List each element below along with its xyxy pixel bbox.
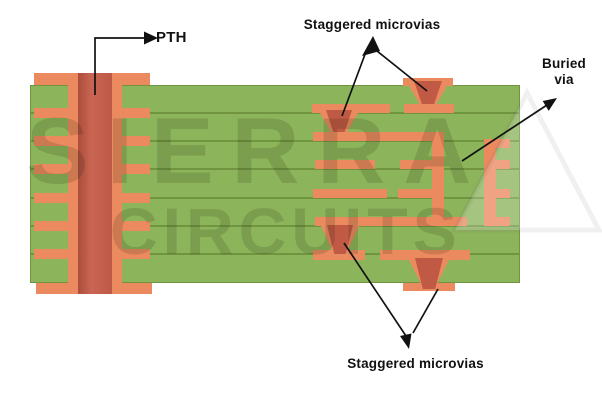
trace <box>400 160 444 169</box>
label-buried-via: Buried via <box>542 56 586 87</box>
pth-barrel-right-wall <box>112 73 122 294</box>
via-stub <box>496 189 510 198</box>
arrowhead-staggered-top <box>362 36 380 56</box>
trace <box>398 189 444 198</box>
layer-line <box>31 253 519 255</box>
layer-line <box>31 225 519 227</box>
pth-pad-stub <box>34 108 68 118</box>
via-stub <box>496 139 510 148</box>
trace <box>315 217 467 226</box>
trace <box>313 132 444 141</box>
pth-pad-stub <box>122 193 150 203</box>
label-staggered-microvias-top: Staggered microvias <box>303 17 441 32</box>
layer-line <box>31 112 519 114</box>
via-stub <box>496 160 510 169</box>
pth-barrel-left-wall <box>68 73 78 294</box>
pth-pad-stub <box>122 108 150 118</box>
label-staggered-microvias-bottom: Staggered microvias <box>347 356 484 371</box>
trace <box>315 160 375 169</box>
buried-via-barrel <box>432 132 444 226</box>
pth-pad-stub <box>122 136 150 146</box>
via-stub-barrel <box>484 139 496 226</box>
pth-pad-stub <box>34 221 68 231</box>
pth-pad-stub <box>34 164 68 174</box>
pth-pad-stub <box>34 136 68 146</box>
pth-pad-stub <box>34 193 68 203</box>
via-stub <box>496 217 510 226</box>
label-pth: PTH <box>156 29 187 46</box>
microvia-fill <box>326 110 352 132</box>
pth-drilled-hole <box>78 73 112 294</box>
pth-pad-stub <box>122 164 150 174</box>
microvia-landing-pad <box>313 250 365 260</box>
pth-pad-stub <box>34 249 68 259</box>
microvia-top-trace <box>312 104 390 113</box>
layer-line <box>31 140 519 142</box>
trace <box>313 189 387 198</box>
layer-line <box>31 168 519 170</box>
arrowhead-buried-via <box>542 98 557 111</box>
arrowhead-pth <box>144 31 158 45</box>
microvia-landing-pad <box>404 104 454 113</box>
arrowhead-staggered-bottom <box>400 333 412 349</box>
pth-pad-stub <box>122 221 150 231</box>
pth-pad-stub <box>122 249 150 259</box>
microvia-top-trace <box>380 250 470 260</box>
layer-line <box>31 197 519 199</box>
